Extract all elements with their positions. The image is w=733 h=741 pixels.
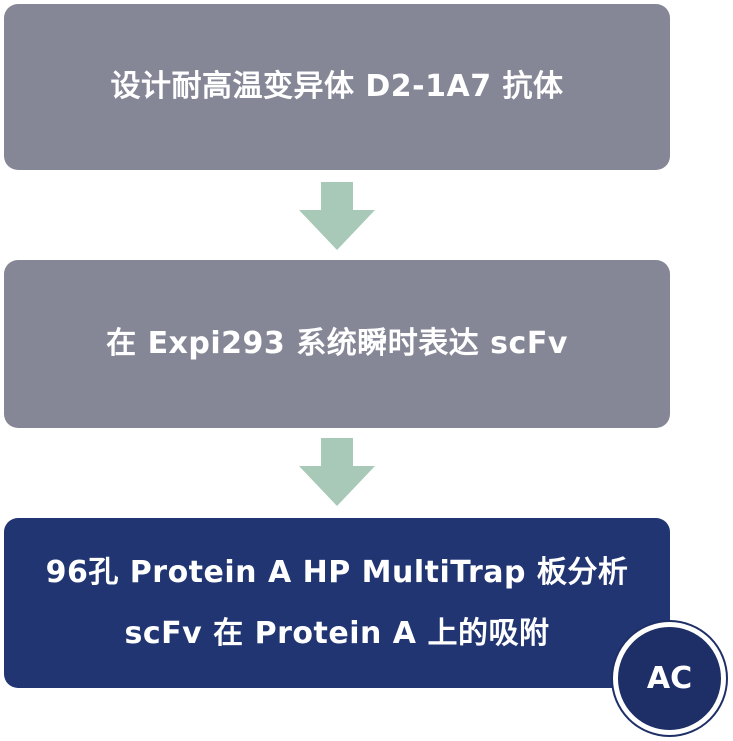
step-design-variant: 设计耐高温变异体 D2-1A7 抗体 [4,4,670,170]
arrow-down-icon [299,438,375,506]
step-label: 在 Expi293 系统瞬时表达 scFv [106,326,568,361]
step-protein-a-analysis: 96孔 Protein A HP MultiTrap 板分析 scFv 在 Pr… [4,518,670,688]
arrow-down-icon [299,182,375,250]
step-label-line-2: scFv 在 Protein A 上的吸附 [124,616,550,651]
step-label-line-1: 96孔 Protein A HP MultiTrap 板分析 [45,555,629,590]
step-transient-expression: 在 Expi293 系统瞬时表达 scFv [4,260,670,428]
step-label: 设计耐高温变异体 D2-1A7 抗体 [110,69,564,104]
ac-badge: AC [613,622,726,735]
